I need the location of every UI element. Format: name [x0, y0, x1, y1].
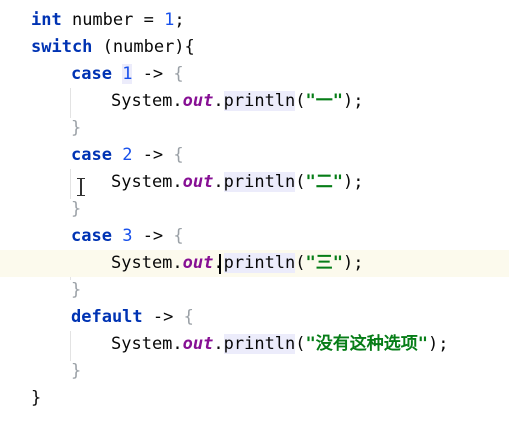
- indent-guide: [70, 88, 71, 118]
- default-println-line: System.out.println("没有这种选项");: [111, 334, 449, 354]
- code-line-1: int number = 1;: [31, 10, 185, 30]
- case-2-close-brace: }: [71, 199, 82, 219]
- indent-guide: [70, 169, 71, 199]
- code-line-2: switch (number){: [31, 37, 195, 57]
- switch-close-brace: }: [31, 388, 42, 408]
- case-2-line: case 2 -> {: [71, 145, 184, 165]
- default-line: default -> {: [71, 307, 194, 327]
- indent-guide: [70, 331, 71, 361]
- case-3-line: case 3 -> {: [71, 226, 184, 246]
- default-close-brace: }: [71, 361, 82, 381]
- mouse-ibeam-cursor-icon: [76, 178, 86, 196]
- case-1-line: case 1 -> {: [71, 64, 184, 84]
- case-1-close-brace: }: [71, 118, 82, 138]
- text-caret: [219, 254, 221, 274]
- case-3-close-brace: }: [71, 280, 82, 300]
- case-1-println-line: System.out.println("一");: [111, 91, 364, 111]
- case-2-println-line: System.out.println("二");: [111, 172, 364, 192]
- case-3-println-line: System.out.println("三");: [0, 250, 509, 277]
